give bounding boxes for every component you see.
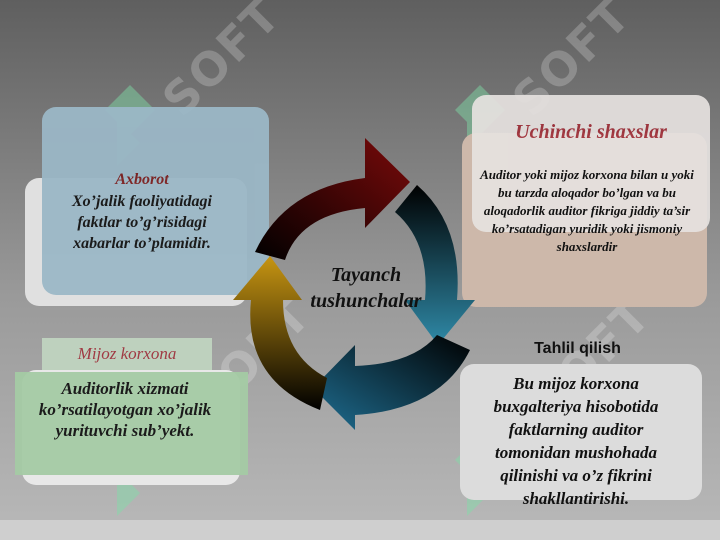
uchinchi-text: Auditor yoki mijoz korxona bilan u yoki … bbox=[480, 167, 694, 254]
center-label-line2: tushunchalar bbox=[310, 290, 422, 312]
mijoz-text: Auditorlik xizmati ko’rsatilayotgan xo’j… bbox=[38, 379, 212, 440]
tahlil-text: Bu mijoz korxona buxgalteriya hisobotida… bbox=[493, 374, 659, 508]
arrow-top-icon bbox=[255, 138, 410, 260]
tahlil-title: Tahlil qilish bbox=[534, 340, 621, 357]
uchinchi-title: Uchinchi shaxslar bbox=[515, 121, 667, 143]
axborot-title: Axborot bbox=[115, 171, 169, 188]
arrow-left-icon bbox=[233, 256, 327, 410]
bottom-bar bbox=[0, 520, 720, 540]
center-label-line1: Tayanch bbox=[330, 264, 402, 286]
tahlil-box: Bu mijoz korxona buxgalteriya hisobotida… bbox=[460, 364, 702, 508]
axborot-text: Xo’jalik faoliyatidagi faktlar to’g’risi… bbox=[72, 193, 212, 252]
center-label: Tayanch tushunchalar bbox=[298, 262, 434, 314]
cycle-diagram bbox=[233, 138, 475, 430]
uchinchi-box: Uchinchi shaxslar bbox=[472, 95, 710, 232]
mijoz-title: Mijoz korxona bbox=[77, 344, 177, 363]
arrow-right-icon bbox=[395, 185, 475, 345]
mijoz-box: Auditorlik xizmati ko’rsatilayotgan xo’j… bbox=[15, 372, 248, 475]
axborot-box: Axborot Xo’jalik faoliyatidagi faktlar t… bbox=[42, 107, 269, 295]
mijoz-title-box: Mijoz korxona bbox=[42, 338, 212, 370]
arrow-bottom-icon bbox=[313, 335, 470, 430]
